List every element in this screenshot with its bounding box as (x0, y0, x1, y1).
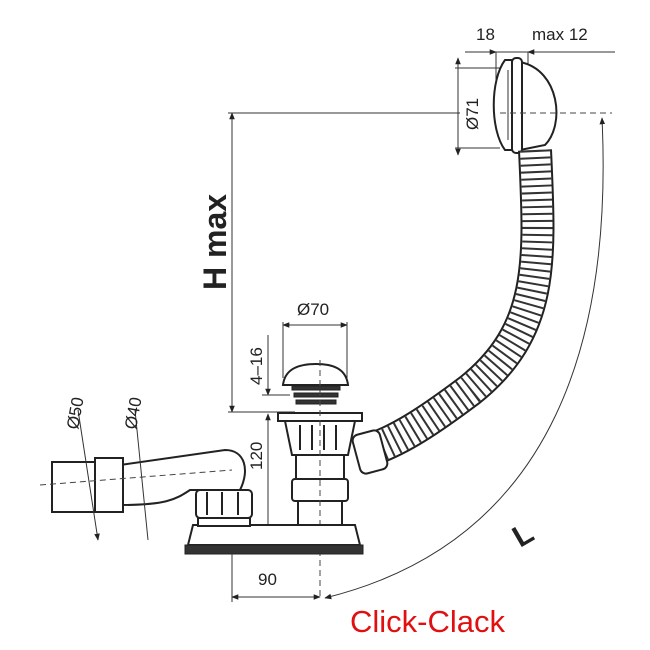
overflow-diameter-label: Ø71 (463, 98, 482, 130)
overflow-head (492, 57, 558, 154)
trap-base (184, 489, 364, 555)
product-title: Click-Clack (350, 604, 506, 639)
click-clack-drain (277, 360, 363, 600)
plug-diameter-label: Ø70 (297, 300, 329, 319)
hmax-label: H max (197, 194, 233, 290)
outlet-outer-diameter-label: Ø50 (63, 396, 87, 431)
hose-length-label: L (507, 516, 539, 554)
trap-offset-dimension: 90 (231, 548, 321, 602)
outlet-pipe (39, 448, 246, 513)
outlet-inner-diameter-label: Ø40 (121, 396, 145, 431)
trap-offset-label: 90 (258, 570, 277, 589)
wall-thickness-label: max 12 (532, 25, 588, 44)
hmax-dimension: H max (197, 112, 295, 413)
hose-length-dimension: L (324, 117, 606, 600)
height-dimensions: 4–16 120 (247, 335, 290, 550)
plug-travel-label: 4–16 (247, 347, 266, 385)
flexible-hose (351, 149, 555, 475)
trap-height-label: 120 (247, 442, 266, 470)
overflow-depth-label: 18 (476, 25, 495, 44)
overflow-depth-dimension: 18 max 12 (465, 25, 615, 90)
